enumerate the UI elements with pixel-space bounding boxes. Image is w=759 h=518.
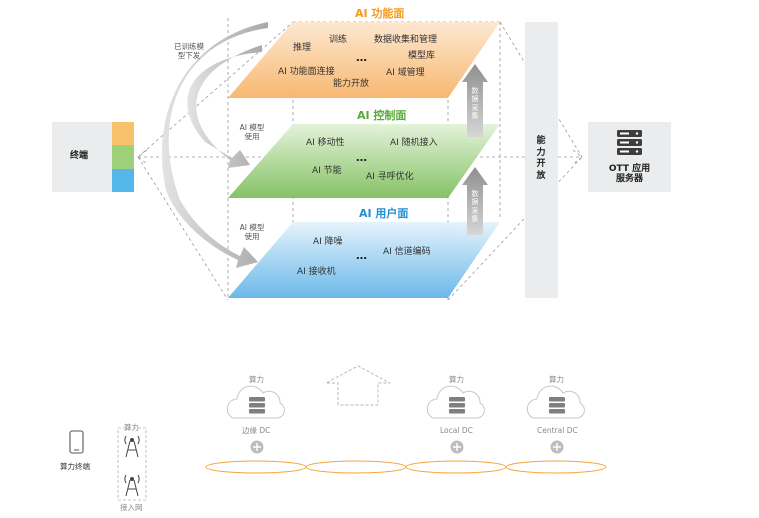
data-collect-label-1: 数据采集 (471, 87, 479, 121)
terminal-orange-block (112, 122, 134, 145)
user-item-channel-coding: AI 信道编码 (383, 247, 431, 257)
edge-dc-label: 边缘 DC (242, 426, 271, 435)
function-item-training: 训练 (329, 35, 348, 45)
terminal-label: 终端 (70, 151, 89, 161)
transport-rings (205, 460, 607, 474)
terminal-green-block (112, 145, 134, 169)
user-item-denoise: AI 降噪 (313, 237, 343, 247)
function-item-data-mgmt: 数据收集和管理 (374, 35, 438, 45)
ott-server-label: OTT 应用 服务器 (608, 164, 651, 185)
ai-model-use-label-1: AI 模型 使用 (239, 123, 265, 141)
compute-label-edge: 算力 (249, 375, 264, 384)
server-icon-local (449, 397, 465, 414)
function-item-connect: AI 功能面连接 (278, 67, 335, 77)
server-rack-icon (617, 130, 642, 155)
compute-label-access: 算力 (124, 423, 139, 432)
compute-terminal-label: 算力终端 (60, 462, 90, 471)
user-plane (228, 222, 500, 298)
function-plane (228, 22, 500, 98)
capability-open-bar (525, 22, 558, 298)
access-network-label: 接入网 (120, 503, 143, 512)
terminal-box (52, 122, 112, 192)
antenna-icon-bottom (124, 474, 140, 497)
local-dc-label: Local DC (440, 426, 473, 435)
control-plane-title: AI 控制面 (357, 109, 407, 122)
phone-icon (69, 430, 84, 454)
function-ellipsis: … (356, 51, 367, 64)
terminal-blue-block (112, 169, 134, 192)
compute-label-local: 算力 (449, 375, 464, 384)
model-distribution-arrows (161, 22, 268, 268)
cloud-edge-dc (226, 385, 285, 419)
control-item-mobility: AI 移动性 (306, 138, 345, 148)
server-icon-edge (249, 397, 265, 414)
capability-open-label: 能力开放 (536, 136, 546, 182)
function-item-domain-mgmt: AI 域管理 (386, 68, 425, 78)
function-item-model-lib: 模型库 (408, 51, 436, 61)
compute-label-central: 算力 (549, 375, 564, 384)
data-collect-label-2: 数据采集 (471, 190, 479, 224)
data-collection-arrows (462, 64, 488, 235)
control-item-paging: AI 寻呼优化 (366, 172, 414, 182)
antenna-icon-top (124, 435, 140, 458)
cloud-local-dc (426, 385, 485, 419)
control-plane (228, 124, 500, 198)
control-item-energy: AI 节能 (312, 166, 342, 176)
router-icon-central (550, 440, 564, 454)
router-icon-edge (250, 440, 264, 454)
ai-model-use-label-2: AI 模型 使用 (239, 223, 265, 241)
dashed-up-arrow (325, 365, 391, 406)
function-item-inference: 推理 (293, 43, 312, 53)
cloud-central-dc (526, 385, 585, 419)
router-icon-local (450, 440, 464, 454)
user-plane-title: AI 用户面 (359, 207, 409, 220)
control-ellipsis: … (356, 151, 367, 164)
server-icon-central (549, 397, 565, 414)
control-item-random-access: AI 随机接入 (390, 138, 438, 148)
central-dc-label: Central DC (537, 426, 578, 435)
user-item-receiver: AI 接收机 (297, 267, 336, 277)
trained-model-down-label: 已训练模 型下发 (174, 42, 204, 60)
user-ellipsis: … (356, 249, 367, 262)
function-item-capability: 能力开放 (333, 79, 370, 89)
function-plane-title: AI 功能面 (355, 7, 405, 20)
